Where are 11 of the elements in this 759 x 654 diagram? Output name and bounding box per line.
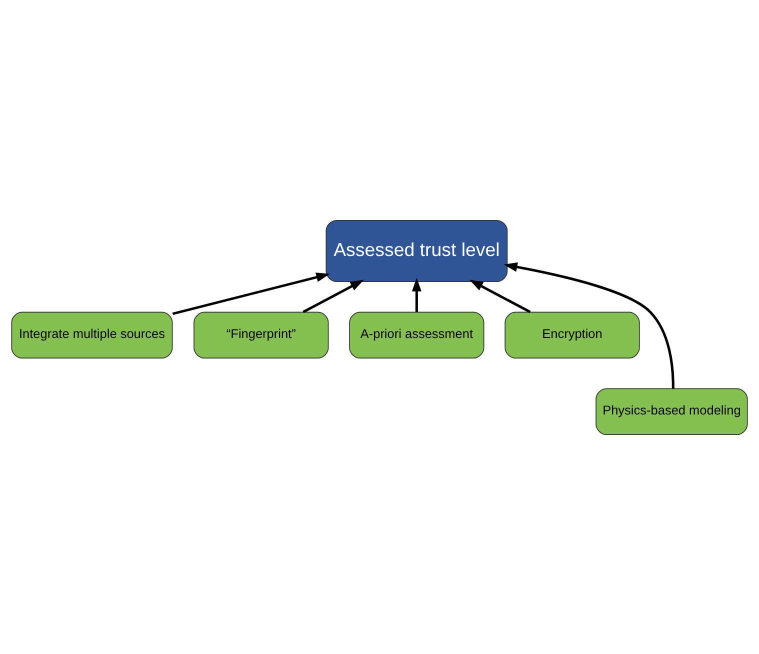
node-box: Integrate multiple sources — [11, 311, 173, 358]
arrow — [504, 262, 674, 388]
arrow — [469, 279, 531, 313]
arrow — [172, 272, 330, 315]
node-box: “Fingerprint” — [194, 311, 329, 358]
node-box: Encryption — [504, 311, 640, 358]
arrow — [302, 279, 364, 313]
node-box: Assessed trust level — [326, 219, 508, 282]
node-box: A-priori assessment — [349, 311, 484, 358]
arrow — [412, 277, 422, 312]
node-box: Physics-based modeling — [596, 388, 748, 435]
